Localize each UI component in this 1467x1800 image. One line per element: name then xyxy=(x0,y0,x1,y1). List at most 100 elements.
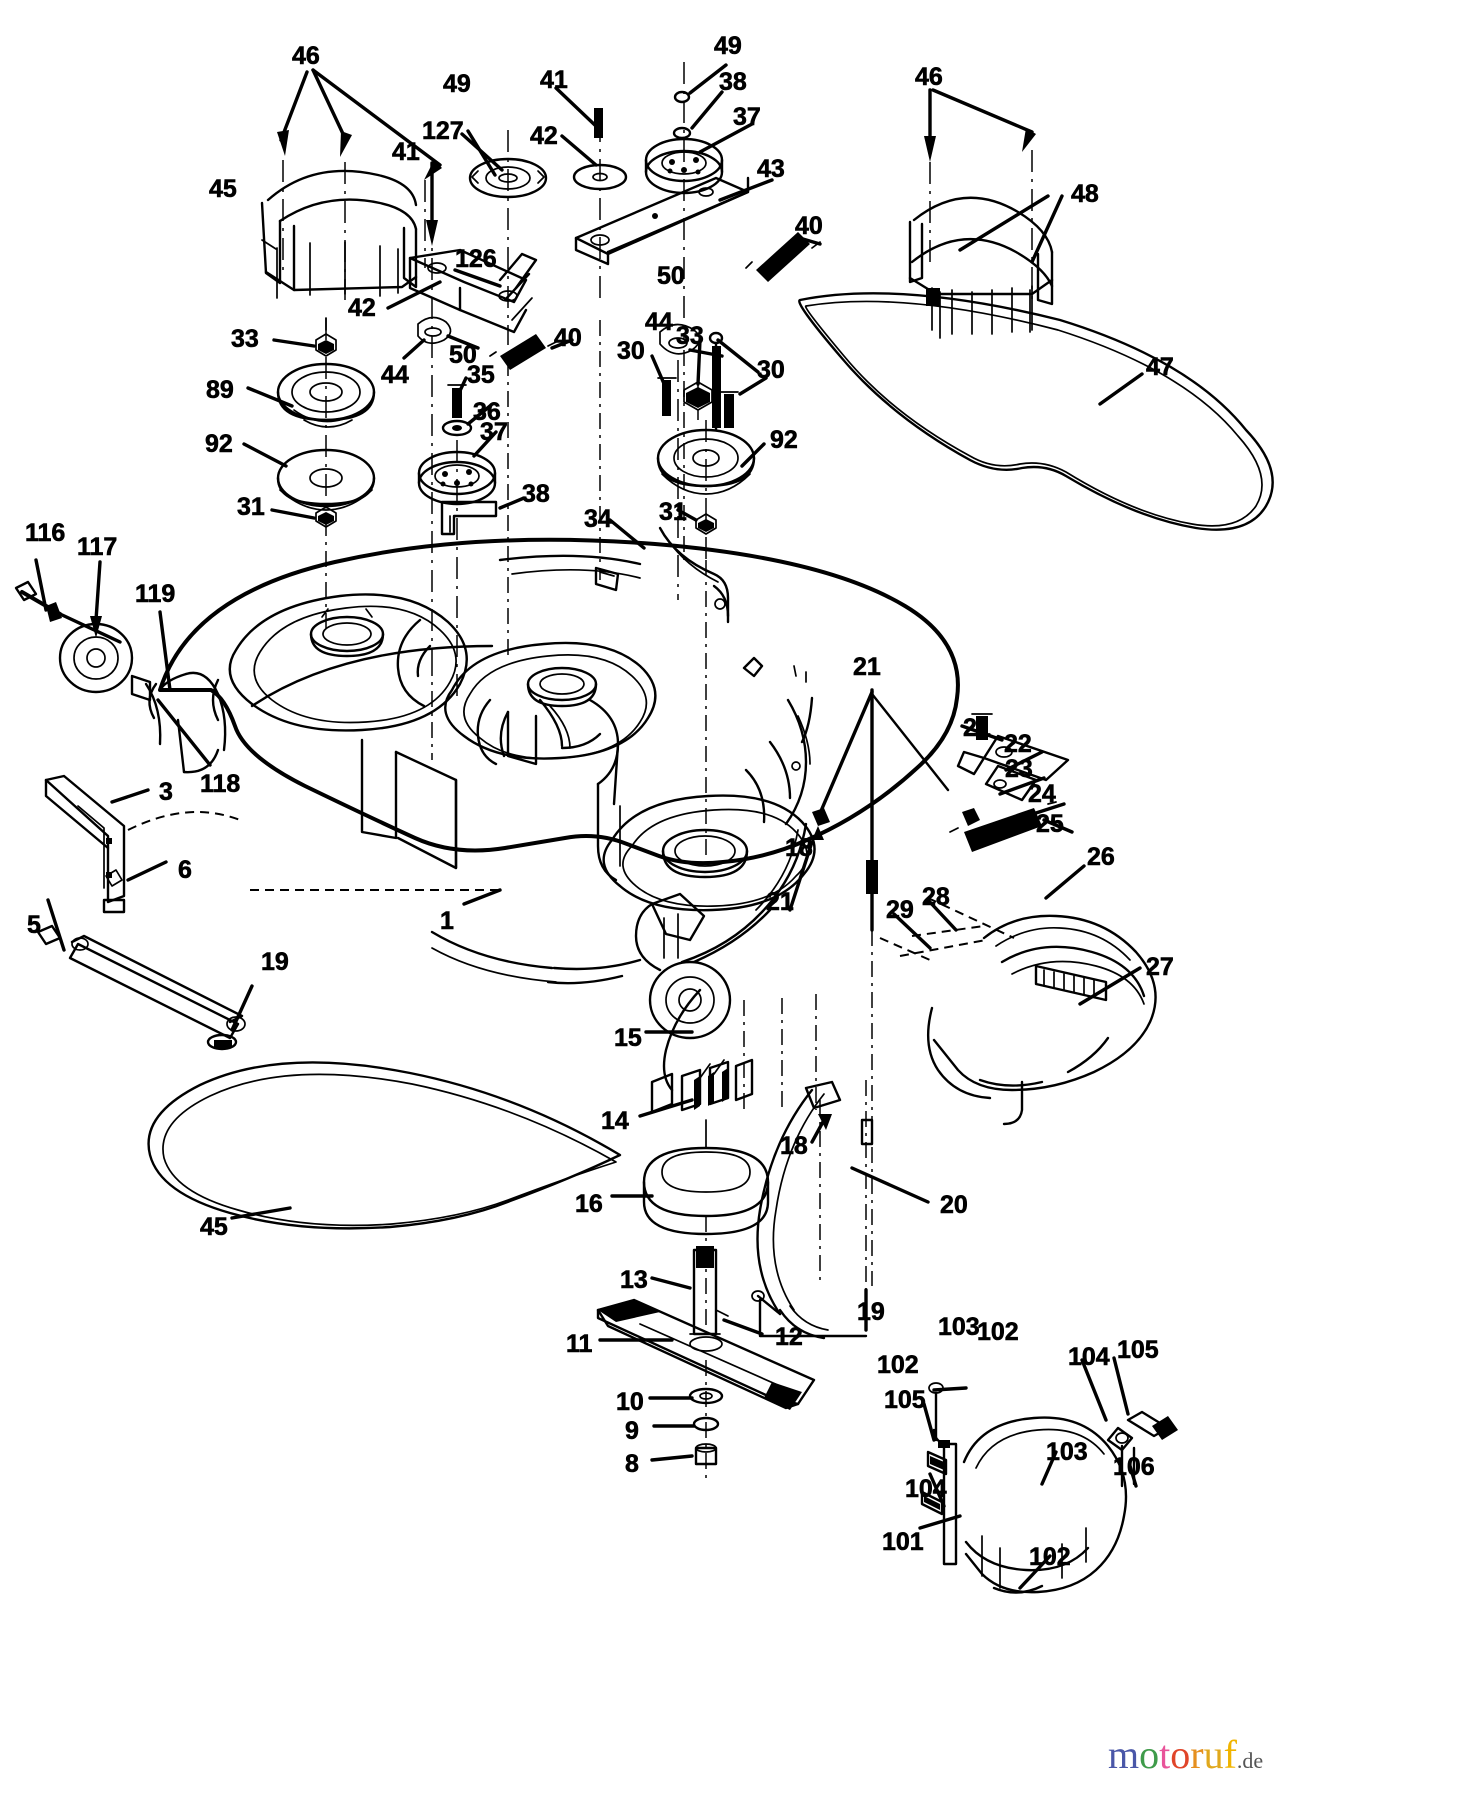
callout-number: 126 xyxy=(455,245,497,273)
part-44-50-washer-bracket xyxy=(402,316,480,360)
part-15-spindle-housing xyxy=(634,892,817,1110)
part-40-spring-lower xyxy=(489,334,574,370)
watermark-letter-m: m xyxy=(1108,1732,1140,1777)
part-40-spring-upper xyxy=(745,232,822,282)
callout-number: 103 xyxy=(1046,1438,1088,1466)
part-41-pulley-upper xyxy=(468,130,548,345)
part-37-idler-pulley-mid xyxy=(417,180,498,700)
callout-number: 36 xyxy=(473,398,501,426)
part-36-washer xyxy=(441,404,492,437)
callout-number: 35 xyxy=(467,361,495,389)
callout-number: 24 xyxy=(1028,780,1056,808)
callout-number: 28 xyxy=(922,883,950,911)
part-92-pulley-center xyxy=(656,420,766,560)
callout-number: 45 xyxy=(200,1213,228,1241)
callout-number: 21 xyxy=(853,653,881,681)
part-38-bracket-mid xyxy=(440,496,526,536)
callout-number: 49 xyxy=(443,70,471,98)
watermark-letter-o2: o xyxy=(1170,1732,1191,1777)
part-35-bolt-mid xyxy=(447,376,468,418)
callout-number: 102 xyxy=(977,1318,1019,1346)
callout-number: 10 xyxy=(616,1388,644,1416)
callout-number: 127 xyxy=(422,117,464,145)
callout-number: 38 xyxy=(522,480,550,508)
callout-number: 11 xyxy=(566,1330,593,1358)
part-11-blade xyxy=(596,1298,816,1410)
callout-number: 6 xyxy=(178,856,193,884)
part-18-20-chute-arm xyxy=(751,1080,930,1340)
callout-number: 20 xyxy=(940,1191,968,1219)
callout-number: 42 xyxy=(348,294,376,322)
part-16-cover-plate xyxy=(610,1119,770,1236)
watermark-letter-t: t xyxy=(1159,1732,1171,1777)
part-19-fastener-left xyxy=(206,984,254,1051)
watermark-letter-o1: o xyxy=(1139,1732,1160,1777)
callout-number: 41 xyxy=(392,138,420,166)
callout-number: 37 xyxy=(733,103,761,131)
callout-number: 3 xyxy=(159,778,174,806)
callout-number: 46 xyxy=(915,63,943,91)
watermark-letter-f: f xyxy=(1223,1732,1237,1777)
part-92-pulley-left xyxy=(242,442,376,511)
part-41-bolt-mid xyxy=(554,86,603,138)
part-31-nut-center-lower xyxy=(676,508,717,535)
parts-101-106-deflector-assembly xyxy=(918,1356,1178,1594)
callout-number: 34 xyxy=(584,505,612,533)
callout-number: 44 xyxy=(381,361,409,389)
part-42-washer-mid xyxy=(560,120,628,305)
callout-number: 31 xyxy=(237,493,265,521)
part-30-bolts xyxy=(650,331,768,432)
callout-number: 116 xyxy=(25,519,66,547)
callout-number: 16 xyxy=(575,1190,603,1218)
part-3-arm xyxy=(44,774,150,914)
part-45-lower-belt xyxy=(147,1061,622,1230)
part-21-22-23-24-25-clips xyxy=(949,713,1074,852)
callout-number: 12 xyxy=(775,1323,803,1351)
part-6-link-bar xyxy=(36,860,246,1040)
part-26-27-discharge-chute xyxy=(892,864,1157,1126)
callout-number: 38 xyxy=(719,68,747,96)
part-34-bracket xyxy=(594,518,730,624)
part-116-117-roller-assembly xyxy=(14,558,172,746)
callout-number: 49 xyxy=(714,32,742,60)
callout-number: 18 xyxy=(785,834,813,862)
callout-number: 19 xyxy=(857,1298,885,1326)
callout-number: 50 xyxy=(449,341,477,369)
callout-number: 105 xyxy=(884,1386,926,1414)
callout-number: 46 xyxy=(292,42,320,70)
part-31-nut-left-lower xyxy=(270,506,337,528)
callout-number: 104 xyxy=(905,1475,947,1503)
part-47-drive-belt xyxy=(798,292,1274,531)
callout-number: 119 xyxy=(135,580,176,608)
callout-number: 40 xyxy=(554,324,582,352)
callout-number: 33 xyxy=(231,325,259,353)
callout-number: 50 xyxy=(657,262,685,290)
callout-number: 26 xyxy=(1087,843,1115,871)
part-37-38-49-pulley-assembly xyxy=(644,62,754,340)
callout-number: 43 xyxy=(757,155,785,183)
callout-number: 19 xyxy=(261,948,289,976)
callout-number: 13 xyxy=(620,1266,648,1294)
motoruf-watermark: motoruf.de xyxy=(1108,1735,1263,1775)
callout-number: 31 xyxy=(659,498,687,526)
callout-number: 8 xyxy=(625,1450,640,1478)
callout-number: 1 xyxy=(440,907,455,935)
part-21-rods xyxy=(788,688,950,1286)
callout-number: 92 xyxy=(205,430,233,458)
callout-number: 14 xyxy=(601,1107,629,1135)
part-33-nut-center xyxy=(683,338,713,420)
callout-number: 9 xyxy=(625,1417,640,1445)
callout-number: 102 xyxy=(1029,1543,1071,1571)
callout-number: 30 xyxy=(757,356,785,384)
callout-number: 42 xyxy=(530,122,558,150)
callout-number: 101 xyxy=(882,1528,924,1556)
callout-number: 27 xyxy=(1146,953,1174,981)
part-14-hardware-stack xyxy=(638,1058,754,1118)
callout-number: 89 xyxy=(206,376,234,404)
part-10-9-8-hardware xyxy=(648,1360,724,1480)
callout-number: 45 xyxy=(209,175,237,203)
callout-number: 5 xyxy=(27,911,42,939)
watermark-suffix: .de xyxy=(1236,1748,1264,1773)
part-89-pulley xyxy=(246,362,376,428)
